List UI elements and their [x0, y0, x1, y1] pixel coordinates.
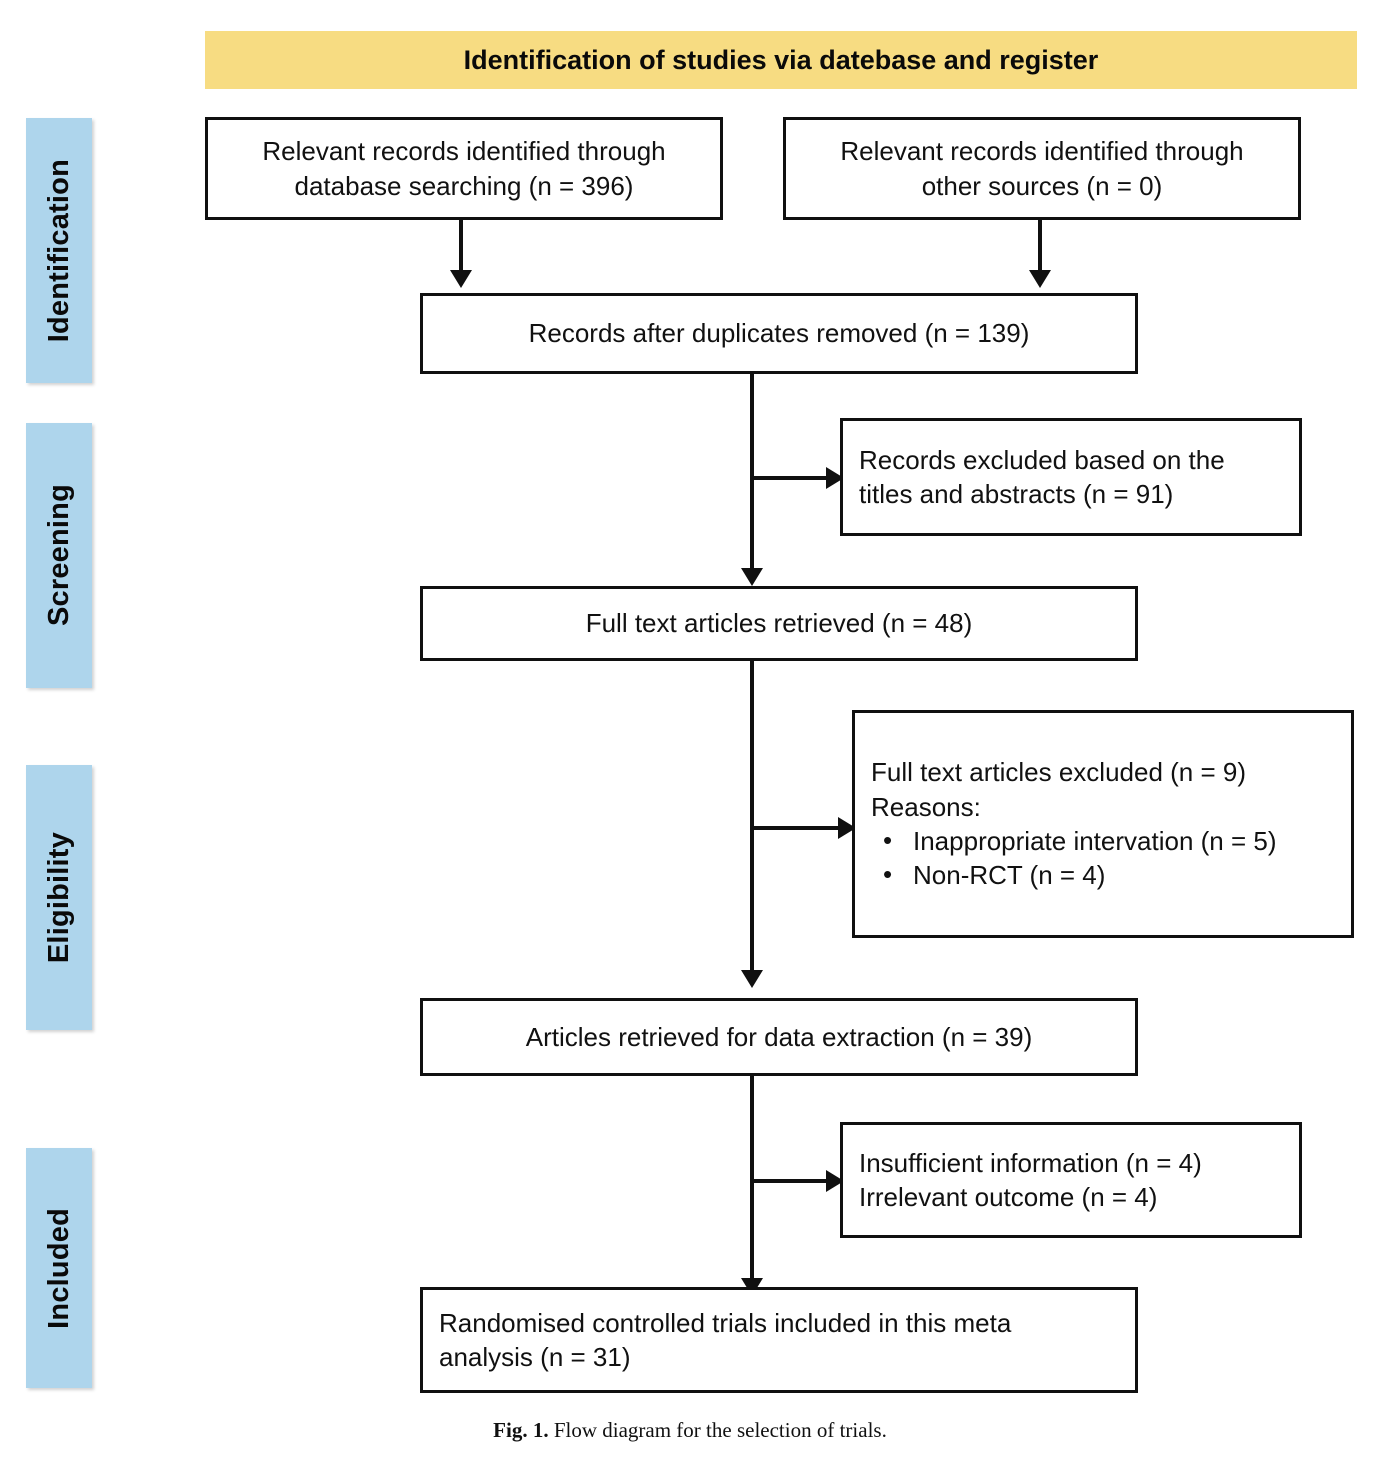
arrowhead-other-sources-to-dedup: [1029, 270, 1051, 288]
diagram-banner-title: Identification of studies via datebase a…: [463, 44, 1099, 75]
connector-data-extraction-to-exclusions: [750, 1179, 838, 1183]
node-database-searching: Relevant records identified through data…: [205, 117, 723, 220]
node-other-sources: Relevant records identified through othe…: [783, 117, 1301, 220]
node-included-trials-line2: analysis (n = 31): [439, 1342, 631, 1372]
node-post-extraction-exclusions-line1: Insufficient information (n = 4): [859, 1147, 1202, 1178]
node-other-sources-line2: other sources (n = 0): [921, 170, 1163, 201]
node-data-extraction-line1: Articles retrieved for data extraction (…: [525, 1021, 1033, 1052]
arrowhead-fulltext-to-excluded: [838, 817, 856, 839]
stage-tab-identification-label: Identification: [42, 158, 75, 343]
node-data-extraction: Articles retrieved for data extraction (…: [420, 998, 1138, 1076]
node-fulltext-retrieved: Full text articles retrieved (n = 48): [420, 586, 1138, 661]
node-records-excluded-titles: Records excluded based on the titles and…: [840, 418, 1302, 536]
connector-db-search-to-dedup: [459, 220, 463, 273]
node-fulltext-excluded: Full text articles excluded (n = 9) Reas…: [852, 710, 1354, 938]
figure-caption: Fig. 1. Flow diagram for the selection o…: [0, 1418, 1380, 1443]
stage-tab-included-label: Included: [42, 1207, 75, 1329]
node-post-extraction-exclusions-line2: Irrelevant outcome (n = 4): [859, 1182, 1158, 1212]
arrowhead-data-extraction-to-exclusions: [826, 1170, 844, 1192]
stage-tab-eligibility: Eligibility: [26, 765, 92, 1030]
node-post-extraction-exclusions: Insufficient information (n = 4) Irrelev…: [840, 1122, 1302, 1238]
connector-dedup-to-excluded-titles: [750, 476, 838, 480]
figure-caption-text: Flow diagram for the selection of trials…: [553, 1418, 887, 1442]
arrowhead-dedup-to-fulltext: [741, 568, 763, 586]
arrowhead-dedup-to-excluded-titles: [826, 467, 844, 489]
fulltext-excluded-reason-list: Inappropriate intervation (n = 5) Non-RC…: [855, 823, 1351, 893]
connector-other-sources-to-dedup: [1038, 220, 1042, 273]
node-other-sources-line1: Relevant records identified through: [840, 136, 1244, 167]
node-fulltext-excluded-line1: Full text articles excluded (n = 9): [871, 757, 1246, 788]
node-database-searching-line2: database searching (n = 396): [294, 170, 634, 201]
node-duplicates-removed: Records after duplicates removed (n = 13…: [420, 293, 1138, 374]
node-duplicates-removed-line1: Records after duplicates removed (n = 13…: [528, 318, 1030, 349]
stage-tab-included: Included: [26, 1148, 92, 1388]
stage-tab-eligibility-label: Eligibility: [42, 831, 75, 964]
node-included-trials: Randomised controlled trials included in…: [420, 1287, 1138, 1393]
stage-tab-screening: Screening: [26, 423, 92, 688]
fulltext-excluded-reason-item: Inappropriate intervation (n = 5): [871, 823, 1335, 858]
connector-fulltext-to-data-extraction: [750, 661, 754, 974]
figure-caption-number: Fig. 1.: [493, 1418, 549, 1442]
node-fulltext-retrieved-line1: Full text articles retrieved (n = 48): [585, 608, 973, 639]
node-records-excluded-titles-line2: titles and abstracts (n = 91): [859, 479, 1174, 509]
node-records-excluded-titles-line1: Records excluded based on the: [859, 444, 1225, 475]
stage-tab-screening-label: Screening: [42, 484, 75, 627]
node-fulltext-excluded-reasons-label: Reasons:: [871, 791, 981, 822]
connector-dedup-to-fulltext: [750, 374, 754, 572]
fulltext-excluded-reason-item: Non-RCT (n = 4): [871, 857, 1335, 892]
arrowhead-fulltext-to-data-extraction: [741, 970, 763, 988]
stage-tab-identification: Identification: [26, 118, 92, 383]
diagram-banner: Identification of studies via datebase a…: [205, 31, 1357, 89]
connector-fulltext-to-excluded: [750, 826, 850, 830]
node-database-searching-line1: Relevant records identified through: [262, 136, 666, 167]
node-included-trials-line1: Randomised controlled trials included in…: [439, 1307, 1012, 1338]
arrowhead-db-search-to-dedup: [450, 270, 472, 288]
